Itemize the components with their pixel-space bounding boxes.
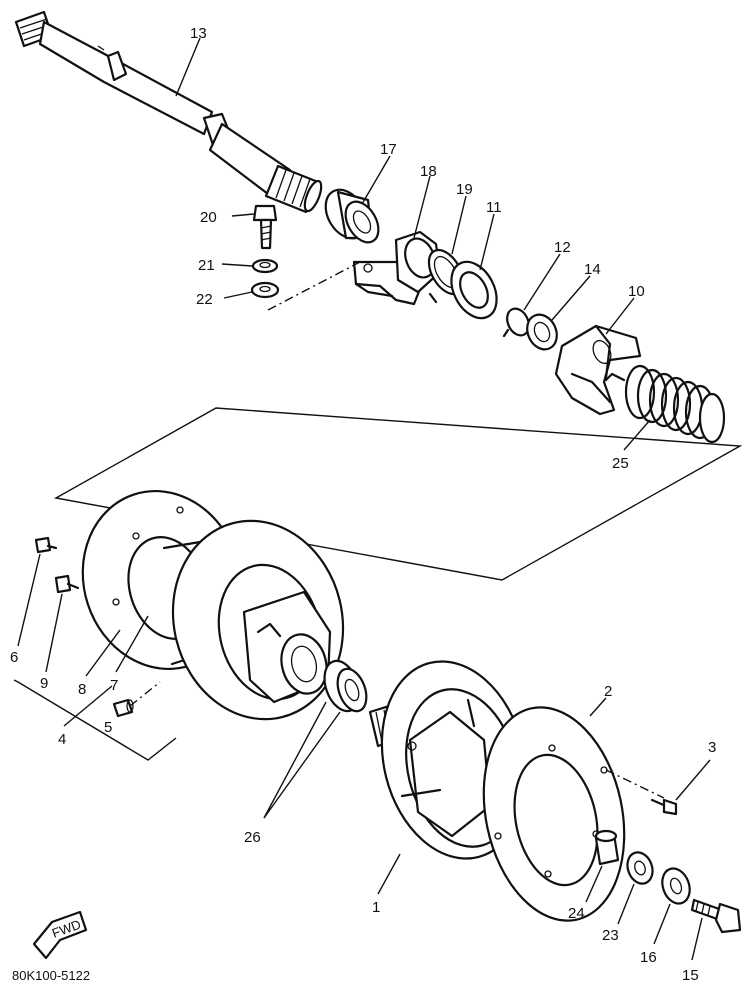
callout-16: 16 [640, 949, 657, 966]
callout-12: 12 [554, 239, 571, 256]
circlip-12 [502, 307, 530, 338]
callout-20: 20 [200, 209, 217, 226]
callout-1: 1 [372, 899, 380, 916]
callout-4: 4 [58, 731, 66, 748]
washer-21 [251, 258, 279, 274]
callout-labels: 13 17 18 19 11 20 21 22 12 14 10 25 6 9 … [10, 25, 716, 984]
bracket-18 [352, 230, 442, 306]
washer-22 [250, 281, 280, 299]
callout-26: 26 [244, 829, 261, 846]
washer-14 [526, 313, 558, 351]
callout-22: 22 [196, 291, 213, 308]
callout-25: 25 [612, 455, 629, 472]
front-arrow-icon: FWD [32, 910, 88, 960]
callout-6: 6 [10, 649, 18, 666]
bearing-17 [324, 188, 380, 244]
sheave-7 [171, 519, 345, 721]
leader-lines [13, 37, 711, 961]
bushing-24 [594, 829, 620, 866]
callout-13: 13 [190, 25, 207, 42]
bolt-15 [690, 898, 742, 934]
hub-1 [368, 660, 528, 860]
callout-18: 18 [420, 163, 437, 180]
pin-5 [112, 698, 134, 718]
callout-9: 9 [40, 675, 48, 692]
callout-19: 19 [456, 181, 473, 198]
callout-7: 7 [110, 677, 118, 694]
cam-10 [554, 324, 642, 416]
callout-21: 21 [198, 257, 215, 274]
seal-26 [323, 659, 368, 713]
washer-16 [661, 867, 691, 905]
callout-10: 10 [628, 283, 645, 300]
washer-11 [450, 260, 498, 320]
bolt-20 [252, 204, 278, 250]
callout-8: 8 [78, 681, 86, 698]
callout-14: 14 [584, 261, 601, 278]
drawing-code: 80K100-5122 [12, 968, 90, 983]
callout-2: 2 [604, 683, 612, 700]
callout-5: 5 [104, 719, 112, 736]
spring-25 [604, 364, 726, 444]
bolt-6 [34, 536, 58, 554]
callout-3: 3 [708, 739, 716, 756]
callout-15: 15 [682, 967, 699, 984]
shaft-13 [14, 10, 323, 214]
cover-plate-2 [482, 706, 626, 922]
screw-3 [650, 798, 678, 816]
callout-17: 17 [380, 141, 397, 158]
callout-23: 23 [602, 927, 619, 944]
callout-24: 24 [568, 905, 585, 922]
callout-11: 11 [486, 199, 502, 216]
bolt-9 [54, 574, 80, 594]
washer-23 [626, 851, 654, 885]
